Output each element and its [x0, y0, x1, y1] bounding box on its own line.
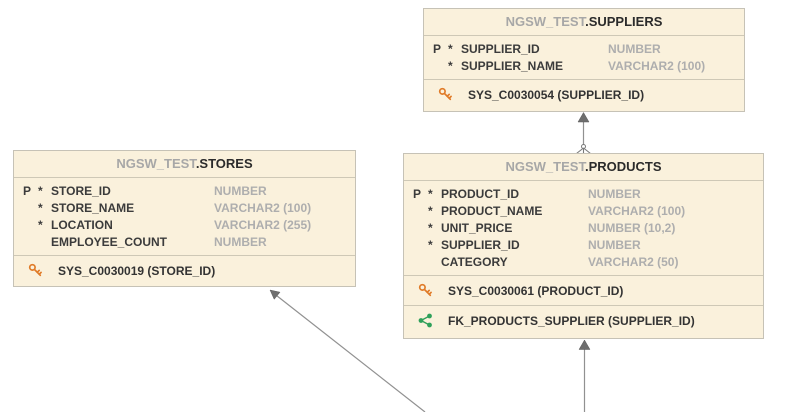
column-name: EMPLOYEE_COUNT: [51, 234, 168, 249]
table-suppliers[interactable]: NGSW_TEST.SUPPLIERS P * SUPPLIER_ID NUMB…: [423, 8, 745, 112]
column-type: VARCHAR2 (255): [214, 217, 312, 232]
constraint-label: FK_PRODUCTS_SUPPLIER (SUPPLIER_ID): [448, 313, 695, 328]
column-row: * UNIT_PRICE NUMBER (10,2): [413, 219, 755, 236]
constraint-label: SYS_C0030061 (PRODUCT_ID): [448, 283, 624, 298]
schema-name: NGSW_TEST: [505, 14, 586, 29]
constraint-row: SYS_C0030019 (STORE_ID): [14, 255, 355, 285]
arrowhead-to-products: [578, 339, 591, 350]
column-type: VARCHAR2 (100): [608, 58, 706, 73]
column-type: VARCHAR2 (50): [588, 254, 679, 269]
column-name: PRODUCT_ID: [441, 186, 520, 201]
column-name: STORE_NAME: [51, 200, 135, 215]
constraint-label: SYS_C0030054 (SUPPLIER_ID): [468, 87, 645, 102]
table-header[interactable]: NGSW_TEST.PRODUCTS: [404, 154, 763, 181]
pk-flag: P: [413, 186, 422, 201]
column-row: P * SUPPLIER_ID NUMBER: [433, 40, 736, 57]
column-row: * PRODUCT_NAME VARCHAR2 (100): [413, 202, 755, 219]
mandatory-flag: *: [428, 220, 433, 235]
schema-name: NGSW_TEST: [505, 159, 585, 174]
columns-section: P * STORE_ID NUMBER * STORE_NAME VARCHAR…: [14, 178, 355, 255]
column-name: PRODUCT_NAME: [441, 203, 543, 218]
table-name: .SUPPLIERS: [585, 14, 663, 29]
column-name: CATEGORY: [441, 254, 508, 269]
column-type: NUMBER: [214, 234, 267, 249]
column-type: NUMBER: [588, 237, 641, 252]
primary-key-icon: [28, 263, 43, 278]
column-name: UNIT_PRICE: [441, 220, 513, 235]
crow-foot-ring: [581, 144, 586, 149]
arrowhead-to-suppliers: [577, 112, 590, 123]
column-row: * SUPPLIER_NAME VARCHAR2 (100): [433, 57, 736, 74]
table-header[interactable]: NGSW_TEST.SUPPLIERS: [424, 9, 744, 36]
table-name: .PRODUCTS: [584, 159, 662, 174]
mandatory-flag: *: [448, 41, 453, 56]
column-row: EMPLOYEE_COUNT NUMBER: [23, 233, 347, 250]
column-type: VARCHAR2 (100): [588, 203, 686, 218]
column-row: * LOCATION VARCHAR2 (255): [23, 216, 347, 233]
constraint-row: SYS_C0030061 (PRODUCT_ID): [404, 275, 763, 305]
mandatory-flag: *: [448, 58, 453, 73]
mandatory-flag: *: [38, 183, 43, 198]
column-type: VARCHAR2 (100): [214, 200, 312, 215]
mandatory-flag: *: [38, 200, 43, 215]
relationship-offscreen-stores[interactable]: [269, 289, 426, 412]
pk-flag: P: [23, 183, 32, 198]
constraint-row: SYS_C0030054 (SUPPLIER_ID): [424, 79, 744, 109]
mandatory-flag: *: [428, 237, 433, 252]
relationship-offscreen-products[interactable]: [578, 339, 591, 412]
column-name: STORE_ID: [51, 183, 111, 198]
column-type: NUMBER: [588, 186, 641, 201]
primary-key-icon: [438, 87, 453, 102]
column-row: * STORE_NAME VARCHAR2 (100): [23, 199, 347, 216]
table-products[interactable]: NGSW_TEST.PRODUCTS P * PRODUCT_ID NUMBER…: [403, 153, 764, 339]
column-type: NUMBER: [214, 183, 267, 198]
mandatory-flag: *: [428, 203, 433, 218]
column-row: P * STORE_ID NUMBER: [23, 182, 347, 199]
column-row: * SUPPLIER_ID NUMBER: [413, 236, 755, 253]
table-name: .STORES: [195, 156, 253, 171]
column-name: SUPPLIER_ID: [461, 41, 540, 56]
column-name: SUPPLIER_ID: [441, 237, 520, 252]
columns-section: P * SUPPLIER_ID NUMBER * SUPPLIER_NAME V…: [424, 36, 744, 79]
mandatory-flag: *: [38, 217, 43, 232]
column-type: NUMBER (10,2): [588, 220, 676, 235]
columns-section: P * PRODUCT_ID NUMBER * PRODUCT_NAME VAR…: [404, 181, 763, 275]
relationship-products-suppliers[interactable]: [576, 112, 591, 154]
pk-flag: P: [433, 41, 442, 56]
table-stores[interactable]: NGSW_TEST.STORES P * STORE_ID NUMBER * S…: [13, 150, 356, 287]
constraint-label: SYS_C0030019 (STORE_ID): [58, 263, 216, 278]
column-type: NUMBER: [608, 41, 661, 56]
table-header[interactable]: NGSW_TEST.STORES: [14, 151, 355, 178]
foreign-key-icon: [418, 313, 433, 328]
primary-key-icon: [418, 283, 433, 298]
arrowhead-to-stores: [269, 289, 281, 300]
column-name: LOCATION: [51, 217, 113, 232]
schema-name: NGSW_TEST: [116, 156, 196, 171]
mandatory-flag: *: [428, 186, 433, 201]
column-name: SUPPLIER_NAME: [461, 58, 564, 73]
column-row: CATEGORY VARCHAR2 (50): [413, 253, 755, 270]
constraint-row: FK_PRODUCTS_SUPPLIER (SUPPLIER_ID): [404, 305, 763, 335]
column-row: P * PRODUCT_ID NUMBER: [413, 185, 755, 202]
